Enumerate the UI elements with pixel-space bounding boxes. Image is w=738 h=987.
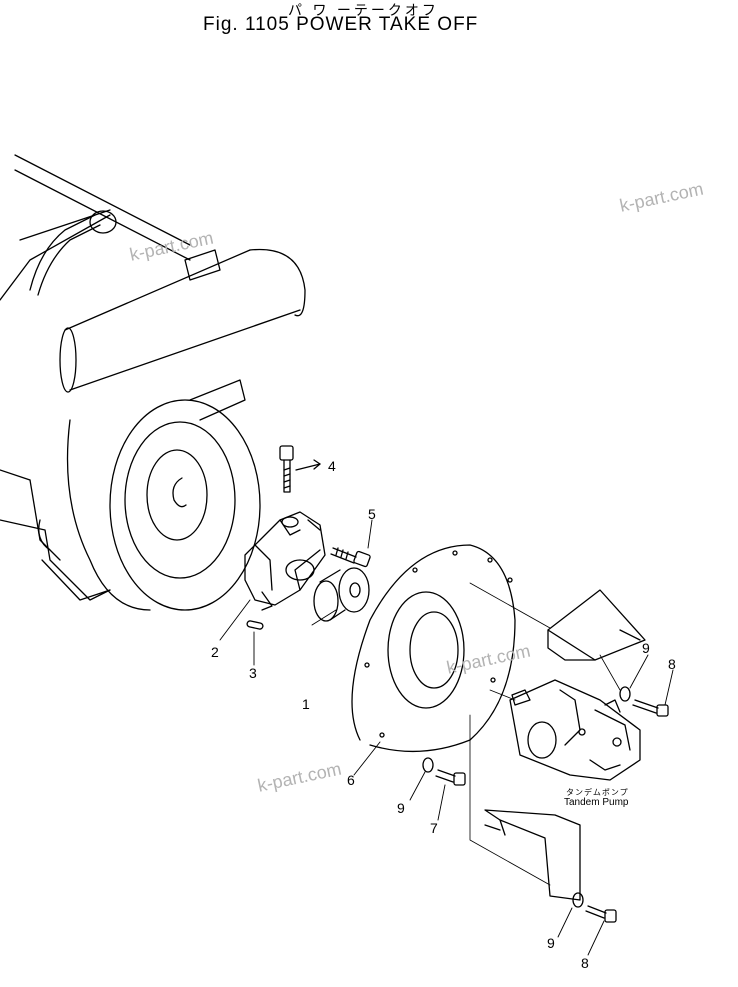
part-9-washer-lower xyxy=(572,892,584,908)
upper-bracket xyxy=(547,589,646,661)
leader-5 xyxy=(367,519,373,549)
callout-7: 7 xyxy=(430,820,438,836)
figure-title-japanese: パ ワ ーテークオフ xyxy=(288,3,439,19)
leader-9-upper xyxy=(629,654,649,689)
part-8-bolt-lower xyxy=(585,905,617,923)
part-2-coupling xyxy=(244,511,326,611)
callout-8-lower: 8 xyxy=(581,955,589,971)
callout-1: 1 xyxy=(302,696,310,712)
leader-9-middle xyxy=(409,771,426,801)
callout-2: 2 xyxy=(211,644,219,660)
part-8-bolt-upper xyxy=(632,699,669,717)
callout-8-upper: 8 xyxy=(668,656,676,672)
leader-8-lower xyxy=(587,920,605,956)
tandem-pump-label-japanese: タンデムポンプ xyxy=(566,788,629,797)
callout-9-lower: 9 xyxy=(547,935,555,951)
leader-9-lower xyxy=(557,907,573,938)
leader-8-upper xyxy=(664,669,674,706)
leader-2 xyxy=(219,599,251,641)
callout-3: 3 xyxy=(249,665,257,681)
part-1-hub xyxy=(313,567,370,622)
leader-7 xyxy=(437,784,446,821)
part-6-plate xyxy=(351,544,516,753)
part-5-bolt xyxy=(330,547,371,568)
assembly-lines xyxy=(469,582,621,886)
tandem-pump-label: Tandem Pump xyxy=(564,797,629,808)
part-9-washer-middle xyxy=(422,757,434,773)
callout-5: 5 xyxy=(368,506,376,522)
leader-lines xyxy=(219,519,674,956)
figure-title: Fig. 1105 POWER TAKE OFF xyxy=(203,14,479,35)
part-4-bolt xyxy=(279,445,321,493)
leader-1 xyxy=(311,609,337,626)
part-9-washer-upper xyxy=(619,686,631,702)
part-7-bolt xyxy=(435,769,466,786)
callout-9-middle: 9 xyxy=(397,800,405,816)
leader-6 xyxy=(353,741,381,776)
tandem-pump xyxy=(509,679,641,781)
callout-4: 4 xyxy=(328,458,336,474)
part-3-pin xyxy=(246,620,264,630)
engine-block xyxy=(0,154,306,611)
callout-9-upper: 9 xyxy=(642,640,650,656)
callout-6: 6 xyxy=(347,772,355,788)
lower-bracket xyxy=(484,809,581,901)
